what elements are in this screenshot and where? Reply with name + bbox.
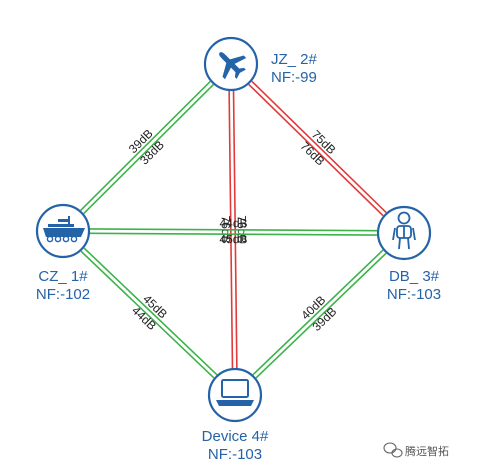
link-line-cz-dev-2 [80, 250, 215, 379]
link-line-jz-db-2 [248, 83, 384, 217]
airplane-icon [219, 52, 247, 80]
link-line-cz-dev-1 [83, 247, 218, 376]
link-line-jz-cz-1 [83, 84, 214, 215]
node-cz[interactable] [35, 203, 91, 259]
watermark: 腾远智拓 [383, 442, 449, 458]
node-dev-circle [207, 367, 263, 423]
soldier-icon [392, 211, 416, 250]
node-jz-name: JZ_ 2# [271, 51, 318, 68]
link-cz-db[interactable]: 44dB 45dB [89, 216, 378, 246]
node-cz-name: CZ_ 1# [38, 268, 88, 285]
link-line-jz-db-1 [251, 80, 387, 214]
node-dev[interactable] [207, 367, 263, 423]
link-line-cz-db-2 [89, 232, 377, 236]
node-db[interactable] [376, 205, 432, 261]
armored-vehicle-icon [43, 216, 85, 243]
node-jz-nf: NF:-99 [271, 69, 317, 86]
link-line-db-dev-1 [255, 252, 387, 379]
link-label-cz-db-1: 44dB [219, 216, 247, 230]
watermark-text: 腾远智拓 [405, 444, 449, 458]
laptop-icon [216, 379, 254, 406]
wechat-icon [383, 442, 403, 458]
node-dev-nf: NF:-103 [208, 446, 262, 463]
node-jz[interactable] [203, 36, 259, 92]
link-line-cz-db-1 [90, 228, 378, 232]
link-line-jz-cz-2 [80, 80, 211, 211]
node-cz-nf: NF:-102 [36, 286, 90, 303]
node-db-name: DB_ 3# [389, 268, 440, 285]
link-line-db-dev-2 [252, 249, 384, 376]
node-db-nf: NF:-103 [387, 286, 441, 303]
link-label-cz-db-2: 45dB [219, 232, 247, 246]
node-dev-name: Device 4# [202, 428, 269, 445]
